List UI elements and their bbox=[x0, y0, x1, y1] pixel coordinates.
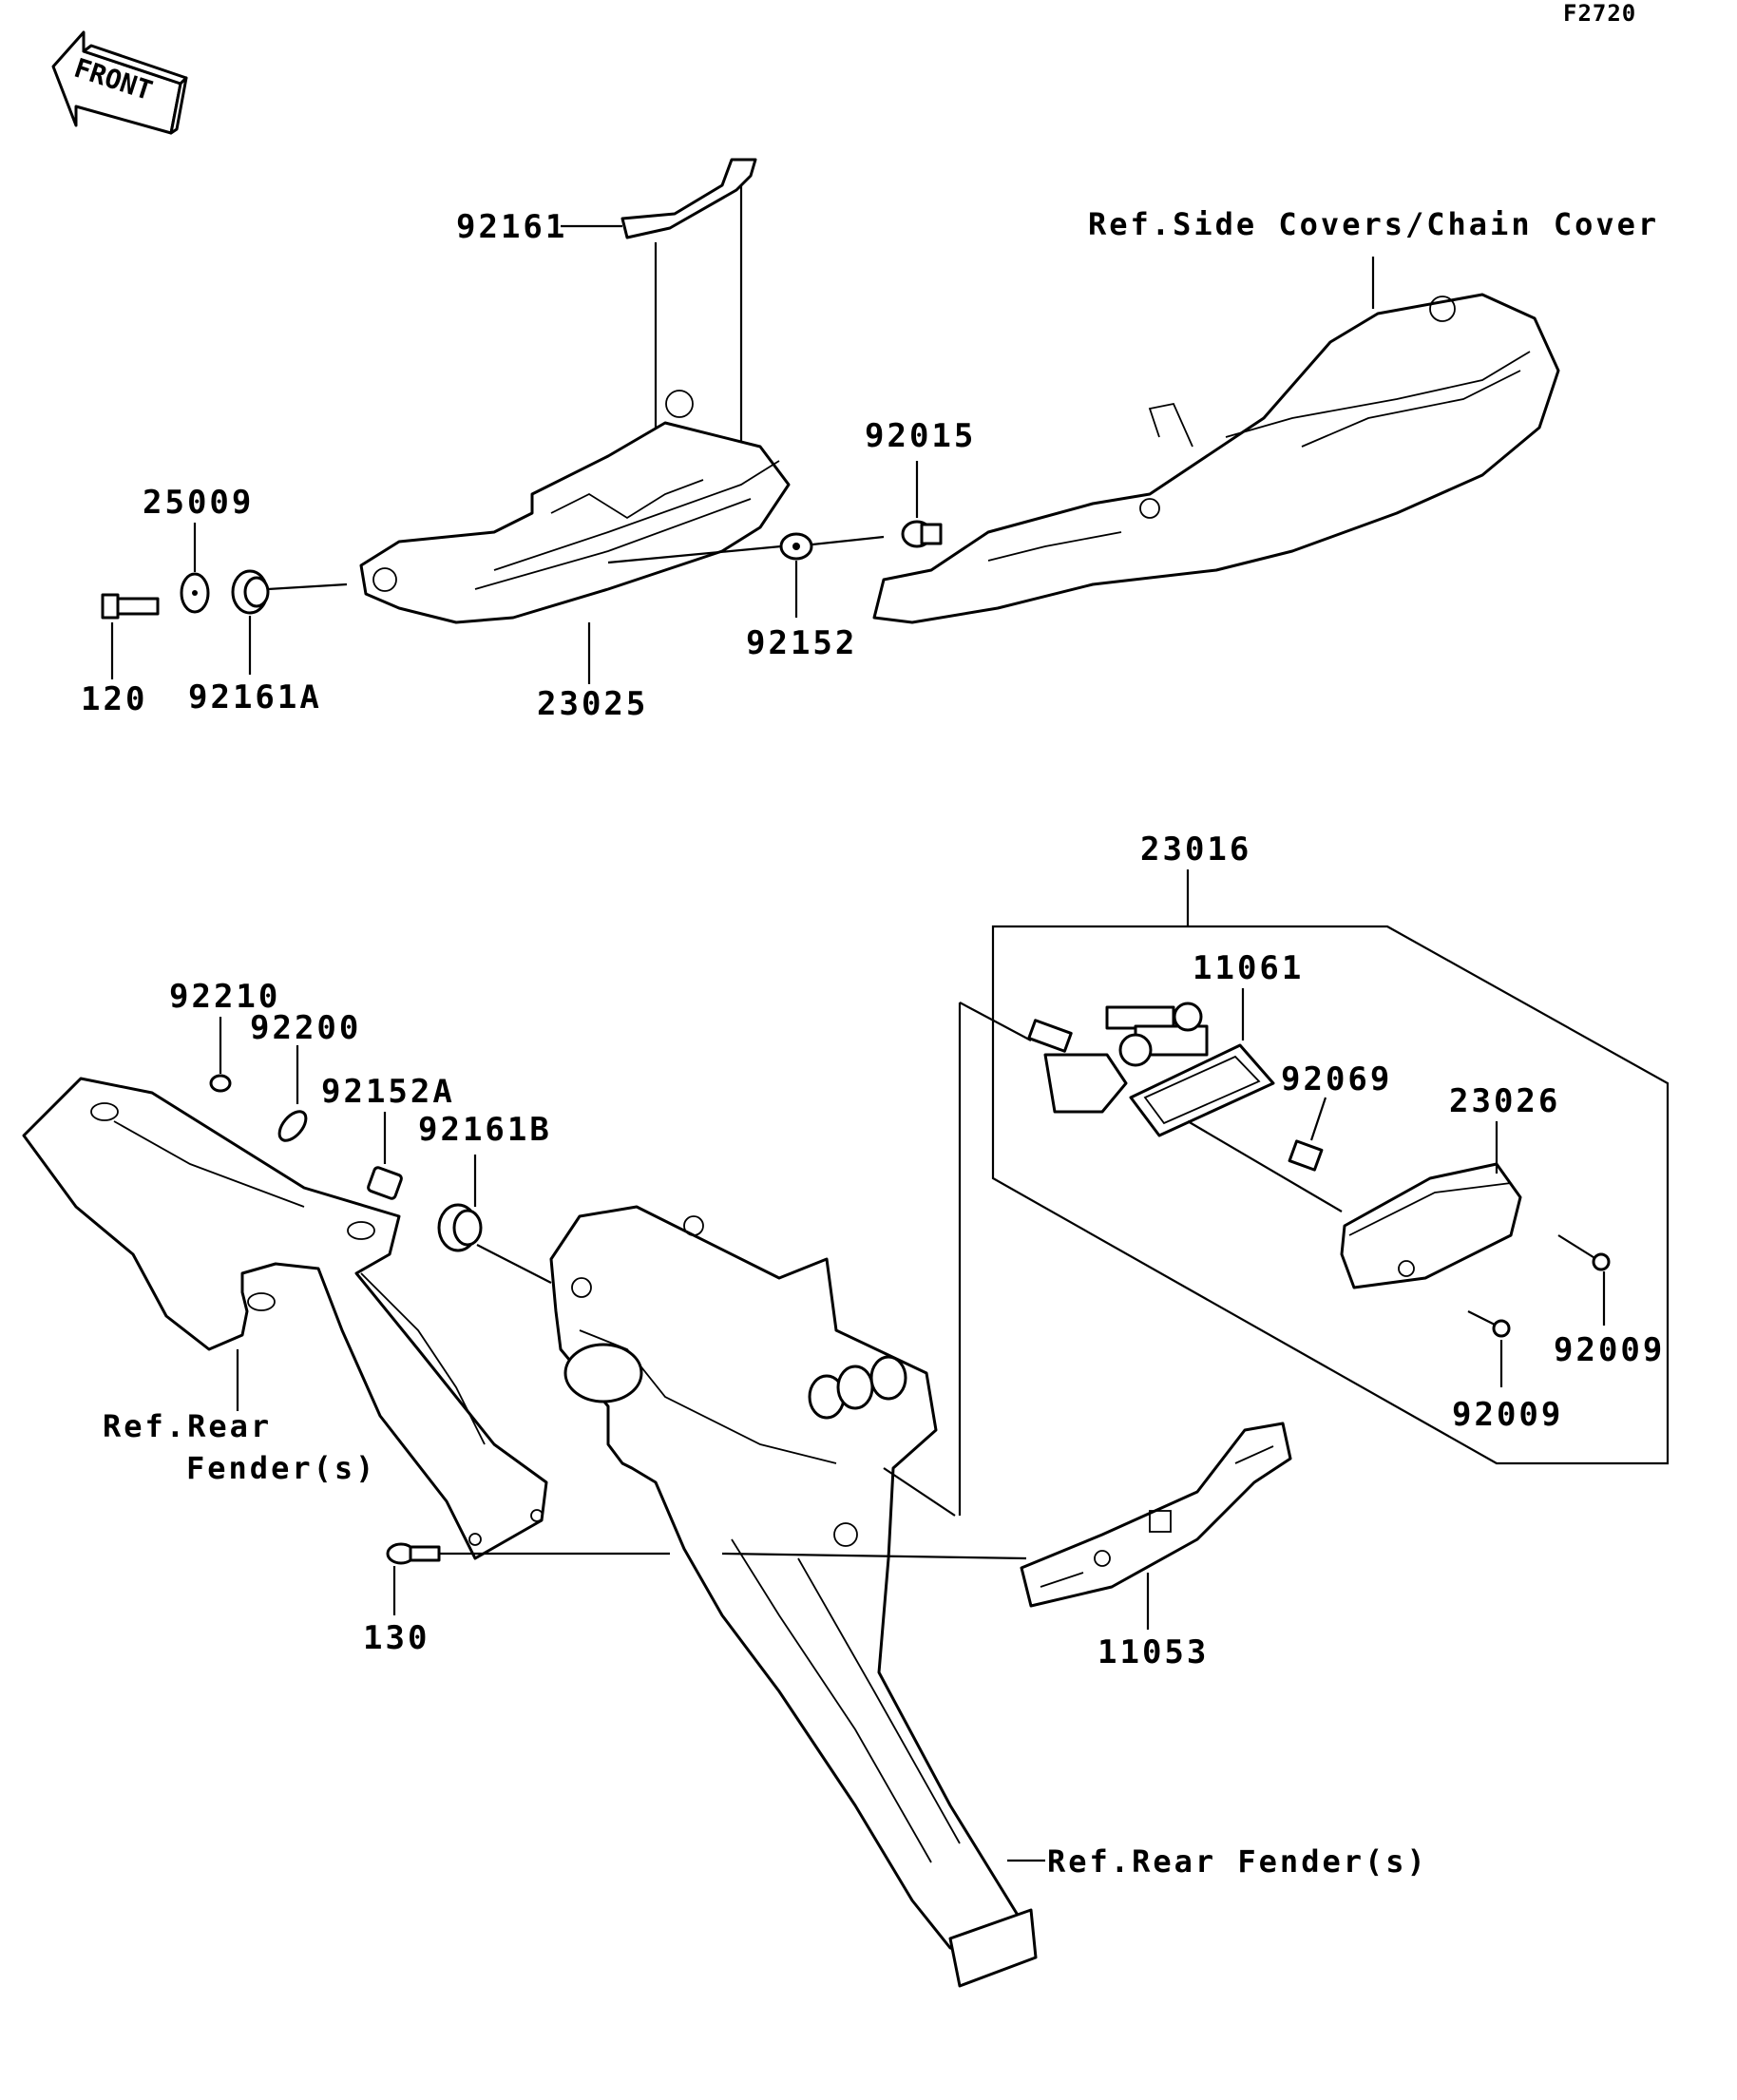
label-130: 130 bbox=[363, 1619, 429, 1657]
nut-92210 bbox=[209, 1074, 232, 1093]
washer-92200 bbox=[277, 1110, 308, 1142]
socket-11061 bbox=[1027, 1002, 1209, 1114]
front-arrow-icon: FRONT bbox=[51, 30, 188, 135]
label-11061: 11061 bbox=[1193, 949, 1304, 987]
lens-23026 bbox=[1340, 1162, 1522, 1289]
assembly-line-2 bbox=[811, 535, 885, 546]
bulb-92069 bbox=[1288, 1139, 1324, 1172]
leader-92069 bbox=[1309, 1097, 1327, 1141]
label-92152A: 92152A bbox=[321, 1073, 455, 1111]
rear-fender-bracket-ref bbox=[22, 1077, 548, 1560]
label-ref-rear-fender-line2: Fender(s) bbox=[186, 1450, 376, 1486]
assembly-line-3 bbox=[607, 544, 782, 564]
assembly-box-23016 bbox=[991, 925, 1670, 1465]
label-ref-rear-fender-line1: Ref.Rear bbox=[103, 1408, 272, 1444]
label-92009-a: 92009 bbox=[1554, 1331, 1665, 1369]
bolt-120 bbox=[101, 593, 160, 620]
label-120: 120 bbox=[81, 680, 147, 718]
figure-id: F2720 bbox=[1563, 0, 1636, 27]
label-ref-rear-fender-bottom: Ref.Rear Fender(s) bbox=[1047, 1843, 1428, 1880]
assembly-line-7 bbox=[883, 1467, 956, 1517]
label-25009: 25009 bbox=[143, 484, 254, 522]
label-92210: 92210 bbox=[169, 978, 280, 1016]
assembly-line-9 bbox=[721, 1552, 1027, 1560]
label-92200: 92200 bbox=[250, 1009, 361, 1047]
screw-92009-b bbox=[1467, 1310, 1511, 1338]
screw-92009-a bbox=[1557, 1234, 1611, 1271]
grommet-92161A bbox=[231, 569, 270, 615]
nut-92015 bbox=[901, 520, 943, 548]
label-92009-b: 92009 bbox=[1452, 1396, 1563, 1434]
grommet-92161B bbox=[437, 1203, 552, 1284]
label-11053: 11053 bbox=[1098, 1633, 1209, 1671]
label-92161A: 92161A bbox=[188, 678, 322, 716]
plate-bracket-11053 bbox=[1020, 1422, 1292, 1608]
assembly-line-1 bbox=[267, 582, 348, 591]
label-23016: 23016 bbox=[1140, 830, 1251, 869]
collar-92152A bbox=[367, 1166, 403, 1200]
label-92161: 92161 bbox=[456, 208, 567, 246]
bolt-130 bbox=[386, 1542, 441, 1565]
cover-23025 bbox=[359, 390, 791, 624]
gasket-11061 bbox=[1129, 1043, 1275, 1137]
collar-92152 bbox=[779, 532, 813, 561]
label-92069: 92069 bbox=[1281, 1060, 1392, 1098]
assembly-line-6 bbox=[1187, 1120, 1343, 1212]
label-92015: 92015 bbox=[865, 417, 976, 455]
label-ref-side-covers: Ref.Side Covers/Chain Cover bbox=[1088, 206, 1659, 242]
washer-25009 bbox=[180, 572, 210, 614]
label-92161B: 92161B bbox=[418, 1111, 552, 1149]
label-92152: 92152 bbox=[746, 624, 857, 662]
side-cover-ref bbox=[872, 293, 1560, 624]
label-23025: 23025 bbox=[537, 685, 648, 723]
license-bracket-ref bbox=[549, 1205, 1038, 1988]
label-23026: 23026 bbox=[1449, 1082, 1560, 1120]
assembly-line-4 bbox=[959, 1002, 1032, 1041]
